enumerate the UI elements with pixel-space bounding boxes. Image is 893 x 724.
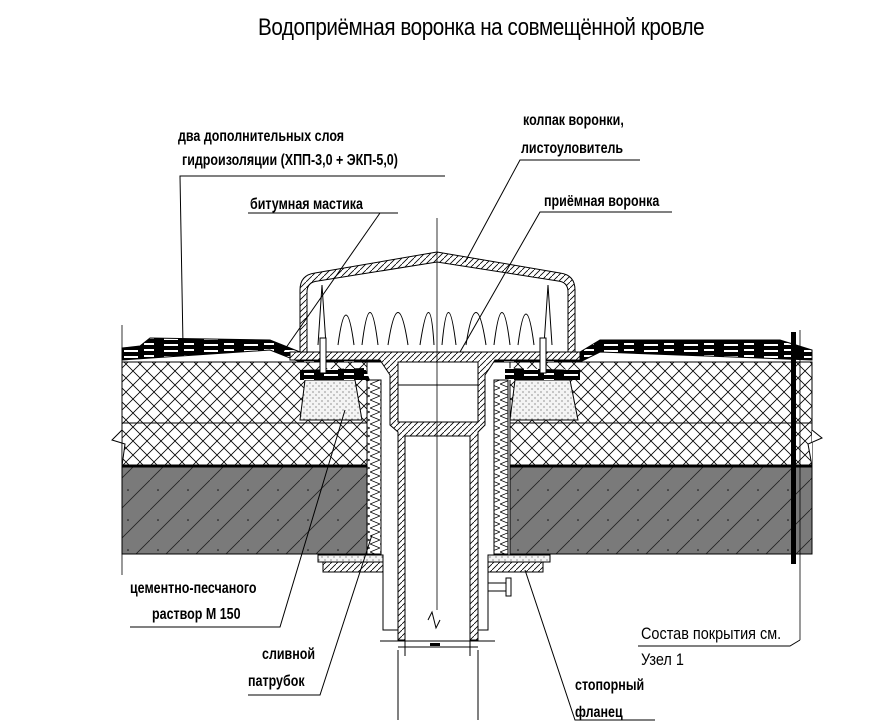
label-roof-reference: Узел 1	[641, 650, 684, 669]
bolt	[487, 582, 507, 592]
label-funnel: приёмная воронка	[544, 193, 660, 210]
label-mortar: цементно-песчаного	[130, 580, 257, 597]
label-waterproofing: гидроизоляции (ХПП-3,0 + ЭКП-5,0)	[182, 152, 398, 169]
cement-mortar	[509, 379, 579, 421]
cement-mortar	[299, 379, 363, 421]
label-mortar: раствор М 150	[152, 606, 241, 623]
leader-lines	[130, 159, 801, 721]
membrane-under-funnel	[300, 368, 370, 380]
leaf-guard-ribs	[317, 284, 553, 346]
label-waterproofing: два дополнительных слоя	[178, 128, 345, 145]
label-drain-pipe: патрубок	[248, 673, 305, 690]
drawing-title: Водоприёмная воронка на совмещённой кров…	[258, 14, 705, 41]
label-mastic: битумная мастика	[250, 196, 363, 213]
label-flange: фланец	[575, 704, 623, 721]
locking-flange	[317, 554, 384, 563]
concrete-slab	[121, 464, 813, 555]
locking-flange	[487, 561, 544, 573]
screw	[319, 337, 327, 374]
sleeve-insulation	[366, 379, 382, 555]
membrane-under-funnel	[505, 368, 580, 380]
sleeve-insulation	[493, 379, 509, 555]
break-line-right	[807, 429, 823, 467]
edge-bar	[791, 332, 796, 564]
funnel-cap	[299, 251, 576, 353]
screw	[539, 337, 547, 374]
label-cap: листоуловитель	[521, 140, 624, 157]
label-cap: колпак воронки,	[523, 112, 624, 129]
label-roof-reference: Состав покрытия см.	[641, 624, 782, 643]
label-drain-pipe: сливной	[262, 646, 316, 663]
label-flange: стопорный	[575, 677, 645, 694]
locking-flange	[322, 561, 384, 573]
funnel-bowl	[397, 361, 479, 423]
locking-flange	[487, 554, 551, 563]
